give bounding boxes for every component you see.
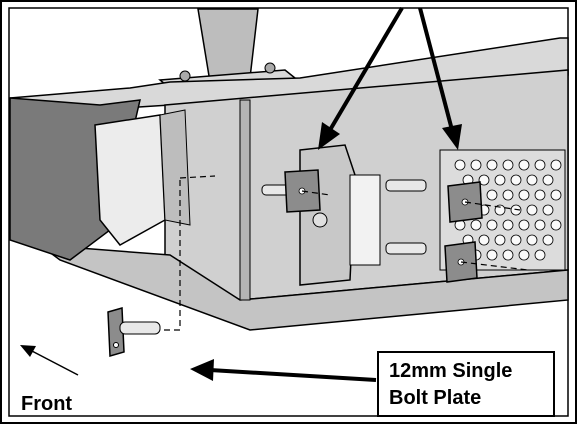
- assembly-lines: [155, 175, 529, 331]
- mount-bracket: [299, 144, 356, 286]
- front-label: Front: [21, 393, 73, 415]
- mesh-pattern: [454, 159, 562, 261]
- vertical-post: [197, 8, 259, 83]
- bolt-head: [179, 70, 191, 82]
- front-direction-arrow: [20, 345, 79, 376]
- callout-line-1: 12mm Single: [389, 360, 513, 382]
- internal-rib: [239, 99, 251, 301]
- mounting-studs: [261, 179, 427, 255]
- callout-box: 12mm Single Bolt Plate: [377, 351, 555, 417]
- bumper-floor: [37, 244, 569, 331]
- end-cap-inner-wall: [159, 109, 191, 226]
- bracket-nut: [312, 212, 328, 228]
- bumper-top-surface: [9, 37, 569, 113]
- end-cap-opening: [94, 114, 166, 246]
- bracket-slot: [349, 174, 381, 266]
- callout-arrows: [190, 6, 462, 382]
- bolt-head: [264, 62, 276, 74]
- loose-bolt-plate-part: [107, 307, 161, 357]
- callout-line-2: Bolt Plate: [389, 387, 482, 409]
